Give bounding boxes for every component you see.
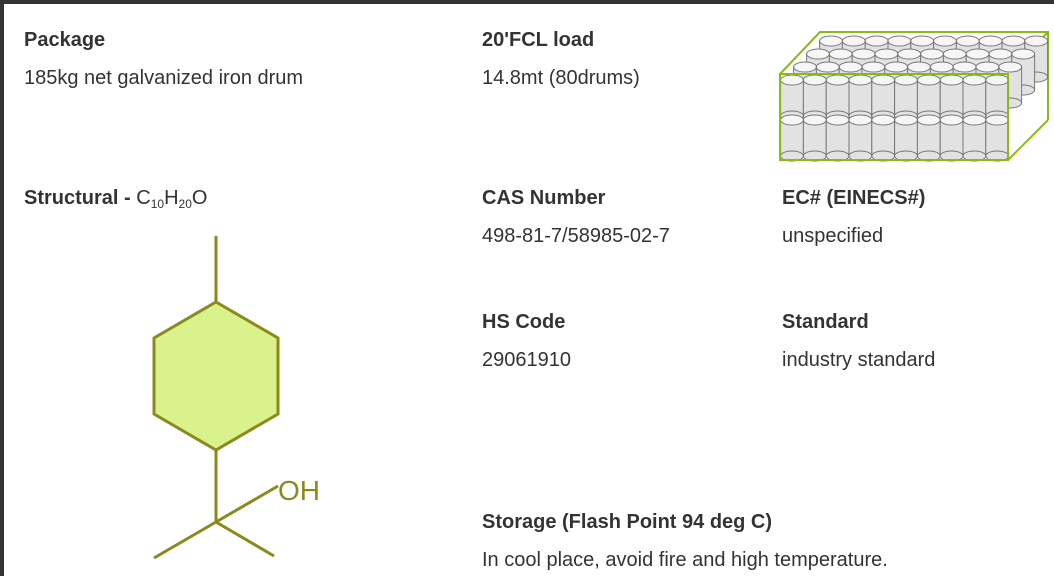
drum-lid	[929, 61, 954, 73]
drum-lid	[920, 48, 944, 60]
standard-section: Standard industry standard	[782, 310, 935, 372]
formula-carbon: C	[136, 187, 151, 209]
drum-lid	[874, 48, 899, 60]
drum-lid	[884, 61, 909, 73]
package-heading: Package	[24, 29, 106, 51]
formula-carbon-count: 10	[150, 197, 165, 211]
drum-lid	[802, 74, 827, 86]
structural-label: Structural -	[24, 187, 131, 209]
container-bottom-right-edge	[1007, 119, 1049, 161]
drum-lid	[952, 61, 977, 73]
drum-lid	[939, 74, 964, 86]
cyclohexane-ring	[152, 300, 280, 452]
drum-lid	[998, 61, 1023, 73]
drum-lid	[825, 74, 850, 86]
drum-lid	[942, 48, 967, 60]
molecular-formula: C10H20O	[136, 187, 208, 211]
drum-lid	[985, 114, 1010, 126]
drum-lid	[916, 74, 941, 86]
drum-lid	[894, 114, 918, 126]
standard-value: industry standard	[782, 349, 936, 371]
drum-lid	[1011, 48, 1036, 60]
drum-lid	[841, 35, 866, 47]
drum-lid	[985, 74, 1010, 86]
ec-heading: EC# (EINECS#)	[782, 187, 926, 209]
cas-section: CAS Number 498-81-7/58985-02-7	[482, 186, 670, 248]
drum-lid	[825, 114, 850, 126]
drum-lid	[828, 48, 853, 60]
structural-heading: Structural - C10H20O	[24, 186, 207, 210]
drum-lid	[955, 35, 980, 47]
ec-value: unspecified	[782, 225, 884, 247]
hs-code-heading: HS Code	[482, 311, 566, 333]
storage-heading: Storage (Flash Point 94 deg C)	[482, 511, 773, 533]
drum-lid	[939, 114, 964, 126]
drum-lid	[780, 114, 804, 126]
formula-hydrogen: H	[164, 187, 179, 209]
drum-lid	[975, 61, 1000, 73]
drum-lid	[1024, 35, 1049, 47]
drum-lid	[933, 35, 957, 47]
cas-heading: CAS Number	[482, 187, 606, 209]
drum-lid	[848, 74, 873, 86]
drum-lid	[802, 114, 827, 126]
structural-section: Structural - C10H20O	[24, 186, 207, 210]
drum-lid	[819, 35, 843, 47]
drum-lid	[871, 114, 896, 126]
cas-value: 498-81-7/58985-02-7	[482, 225, 670, 247]
drum-lid	[780, 74, 804, 86]
drum-lid	[910, 35, 935, 47]
drum-lid	[793, 61, 817, 73]
drum-lid	[962, 74, 987, 86]
drum-lid	[897, 48, 922, 60]
drum-lid	[962, 114, 987, 126]
package-value: 185kg net galvanized iron drum	[24, 67, 304, 89]
drum-lid	[848, 114, 873, 126]
drum-lid	[864, 35, 889, 47]
fcl-load-heading: 20'FCL load	[482, 29, 595, 51]
bond-to-hydroxyl	[215, 484, 279, 524]
package-section: Package 185kg net galvanized iron drum	[24, 28, 303, 90]
drum-lid	[965, 48, 990, 60]
ec-section: EC# (EINECS#) unspecified	[782, 186, 925, 248]
hs-code-section: HS Code 29061910	[482, 310, 571, 372]
drum-lid	[894, 74, 918, 86]
drum-lid	[1001, 35, 1026, 47]
drum-lid	[916, 114, 941, 126]
drum-lid	[838, 61, 863, 73]
fcl-load-section: 20'FCL load 14.8mt (80drums)	[482, 28, 640, 90]
formula-hydrogen-count: 20	[178, 197, 192, 211]
drum-lid	[806, 48, 830, 60]
molecule-structure-icon: OH	[152, 236, 320, 560]
drum-container-icon	[779, 31, 1049, 162]
standard-heading: Standard	[782, 311, 869, 333]
storage-section: Storage (Flash Point 94 deg C) In cool p…	[482, 510, 888, 572]
drum-lid	[887, 35, 912, 47]
drum-lid	[861, 61, 886, 73]
hydroxyl-label: OH	[278, 475, 320, 506]
drum-lid	[815, 61, 840, 73]
drum-lid	[851, 48, 876, 60]
methyl-bond-left	[153, 520, 217, 560]
fcl-load-value: 14.8mt (80drums)	[482, 67, 640, 89]
drum-lid	[978, 35, 1003, 47]
hs-code-value: 29061910	[482, 349, 571, 371]
drum-lid	[988, 48, 1013, 60]
storage-value: In cool place, avoid fire and high tempe…	[482, 549, 888, 571]
drum-lid	[907, 61, 931, 73]
formula-oxygen: O	[191, 187, 208, 209]
methyl-bond-right	[215, 520, 275, 558]
drum-lid	[871, 74, 896, 86]
